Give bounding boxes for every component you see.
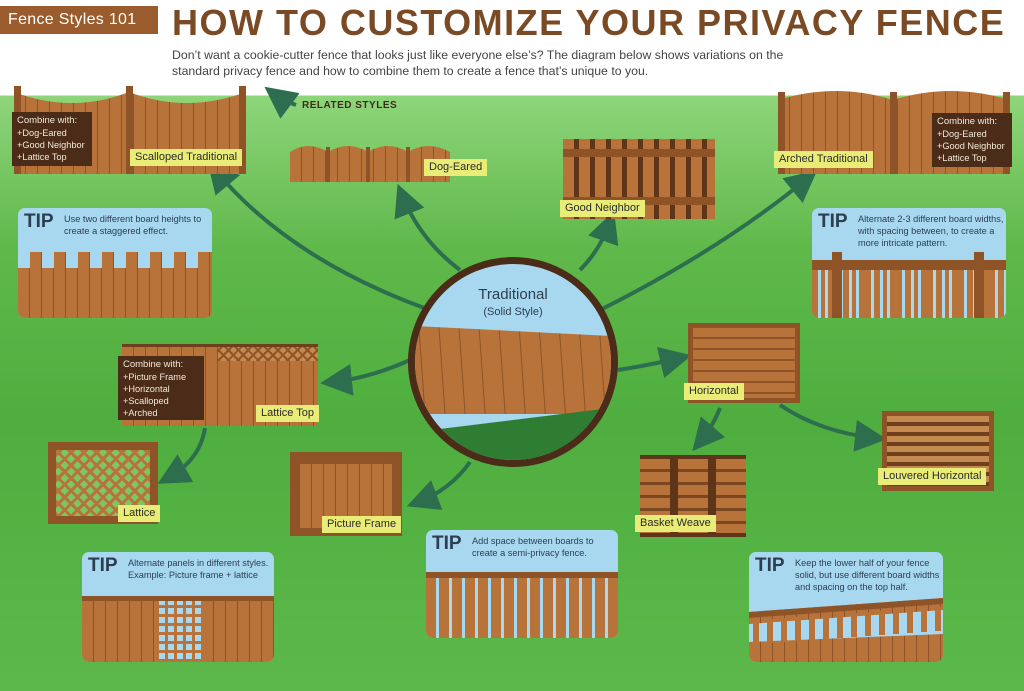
page-title: HOW TO CUSTOMIZE YOUR PRIVACY FENCE xyxy=(172,2,1006,43)
dog-eared-fence-illustration xyxy=(290,146,450,182)
rail xyxy=(122,344,318,347)
arrow-to-dog-eared xyxy=(394,183,462,272)
arrow-horizontal-to-basket xyxy=(692,407,726,452)
tip-text: Keep the lower half of your fence solid,… xyxy=(795,558,940,592)
rail xyxy=(82,596,274,601)
arrow-to-picture-frame xyxy=(406,460,472,510)
tip-box-lower-half: TIP Keep the lower half of your fence so… xyxy=(749,552,943,662)
combine-note-item: +Lattice Top xyxy=(937,153,987,163)
arrow-to-arched xyxy=(599,170,818,312)
tip-heading: TIP xyxy=(88,555,118,576)
intro-text: Don’t want a cookie-cutter fence that lo… xyxy=(172,48,784,78)
combine-note-title: Combine with: xyxy=(17,115,78,126)
tip-box-alternate-panels: TIP Alternate panels in different styles… xyxy=(82,552,274,662)
post xyxy=(974,252,984,318)
combine-note-item: +Lattice Top xyxy=(17,152,67,162)
label-scalloped-traditional: Scalloped Traditional xyxy=(130,149,243,166)
tip-heading: TIP xyxy=(432,533,462,554)
post xyxy=(832,252,842,318)
label-picture-frame: Picture Frame xyxy=(322,516,402,533)
tip-text: Use two different board heights to creat… xyxy=(64,214,202,236)
combine-note-title: Combine with: xyxy=(123,359,184,370)
arrow-lattice-top-to-lattice xyxy=(157,427,207,484)
combine-note-item: +Arched xyxy=(123,408,158,418)
tip-text: Alternate panels in different styles. Ex… xyxy=(128,558,269,580)
tip-box-staggered: TIP Use two different board heights to c… xyxy=(18,208,212,318)
traditional-center-circle: Traditional (Solid Style) xyxy=(408,257,618,467)
section-badge: Fence Styles 101 xyxy=(0,6,158,34)
combine-note-item: +Scalloped xyxy=(123,396,169,406)
lattice-panel xyxy=(156,596,202,662)
label-dog-eared: Dog-Eared xyxy=(424,159,488,176)
combine-note-title: Combine with: xyxy=(937,116,998,127)
post xyxy=(708,455,716,537)
half-solid-fence-illustration xyxy=(749,598,943,662)
arrow-to-horizontal xyxy=(617,346,692,379)
tip-box-board-widths: TIP Alternate 2-3 different board widths… xyxy=(812,208,1006,318)
arrow-to-lattice-top xyxy=(320,358,411,396)
combine-note-item: +Good Neighbor xyxy=(937,141,1005,151)
combine-note-item: +Picture Frame xyxy=(123,372,187,382)
lattice-panel xyxy=(218,346,318,361)
label-louvered-horizontal: Louvered Horizontal xyxy=(878,468,987,485)
label-basket-weave: Basket Weave xyxy=(635,515,716,532)
arrow-to-good-neighbor xyxy=(578,210,619,272)
combine-note-item: +Good Neighbor xyxy=(17,140,85,150)
center-title: Traditional xyxy=(478,286,548,303)
combine-note-lattice-top: Combine with: +Picture Frame +Horizontal… xyxy=(118,356,204,420)
label-lattice-top: Lattice Top xyxy=(256,405,320,422)
alternating-widths-fence-illustration xyxy=(812,266,1006,318)
post xyxy=(670,455,678,537)
combine-note-arched: Combine with: +Dog-Eared +Good Neighbor … xyxy=(932,113,1012,167)
combine-note-scalloped: Combine with: +Dog-Eared +Good Neighbor … xyxy=(12,112,92,166)
combine-note-item: +Dog-Eared xyxy=(17,128,67,138)
combine-note-item: +Dog-Eared xyxy=(937,129,987,139)
combine-note-item: +Horizontal xyxy=(123,384,170,394)
tip-heading: TIP xyxy=(24,211,54,232)
tip-heading: TIP xyxy=(818,211,848,232)
tip-heading: TIP xyxy=(755,555,785,576)
staggered-fence-illustration xyxy=(18,252,212,318)
center-subtitle: (Solid Style) xyxy=(483,306,543,318)
related-styles-label: RELATED STYLES xyxy=(302,100,398,111)
label-horizontal: Horizontal xyxy=(684,383,744,400)
tip-box-spacing: TIP Add space between boards to create a… xyxy=(426,530,618,638)
related-styles-arrow-icon xyxy=(264,86,300,119)
label-lattice: Lattice xyxy=(118,505,161,522)
label-arched-traditional: Arched Traditional xyxy=(774,151,873,168)
rail xyxy=(426,572,618,578)
label-good-neighbor: Good Neighbor xyxy=(560,200,645,217)
horizontal-fence-illustration xyxy=(688,323,800,403)
tip-text: Alternate 2-3 different board widths, wi… xyxy=(858,214,1004,248)
rail xyxy=(563,149,715,157)
solid-fence-illustration xyxy=(415,326,611,460)
mixed-panel-fence-illustration xyxy=(82,596,274,662)
rail xyxy=(812,260,1006,270)
semi-privacy-fence-illustration xyxy=(426,572,618,638)
arrow-to-scalloped xyxy=(207,160,431,312)
arrow-horizontal-to-louvered xyxy=(778,403,887,452)
tip-text: Add space between boards to create a sem… xyxy=(472,536,594,558)
